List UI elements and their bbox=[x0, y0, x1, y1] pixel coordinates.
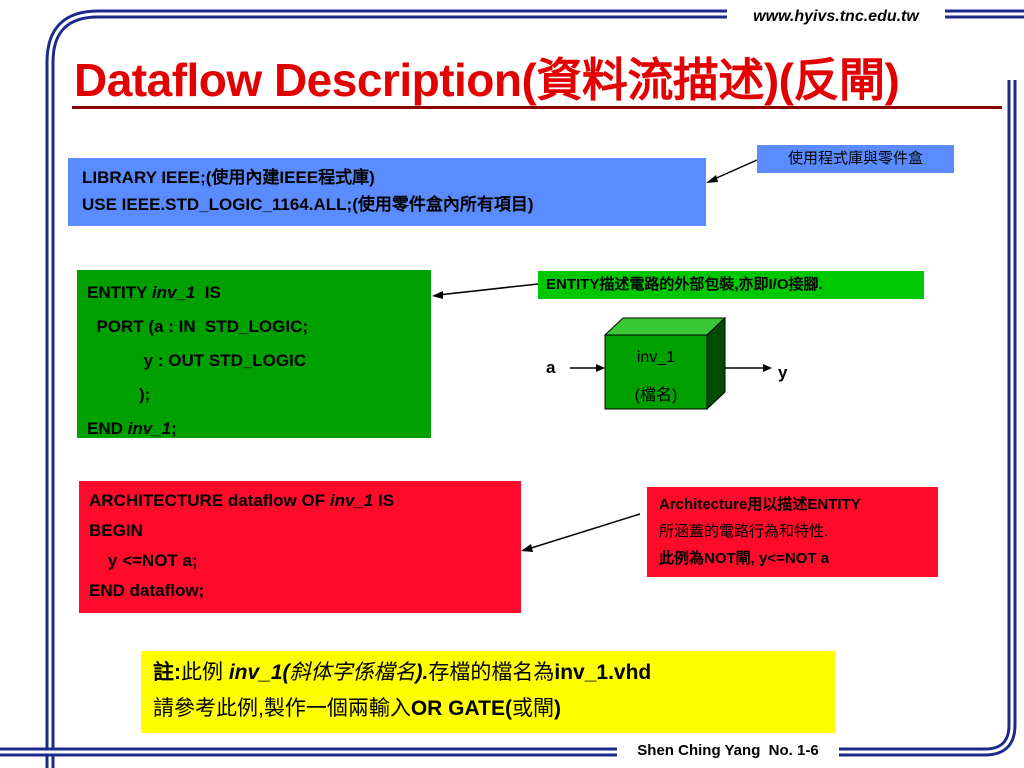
architecture-line-3: y <=NOT a; bbox=[89, 551, 198, 570]
chip-subtitle-label: (檔名) bbox=[634, 387, 678, 404]
footnote-note-mark: 註: bbox=[153, 661, 181, 684]
architecture-line-2: BEGIN bbox=[89, 521, 143, 540]
arrow-architecture-note bbox=[521, 513, 641, 552]
inverter-chip-diagram bbox=[570, 316, 772, 411]
architecture-line-1: ARCHITECTURE dataflow OF inv_1 IS bbox=[89, 486, 511, 516]
chip-output-label: y bbox=[778, 363, 788, 382]
footnote-box: 註:此例 inv_1(斜体字係檔名).存檔的檔名為inv_1.vhd 請參考此例… bbox=[141, 651, 835, 733]
footnote-close-paren: ) bbox=[553, 697, 561, 720]
architecture-keyword: ARCHITECTURE dataflow OF bbox=[89, 491, 330, 510]
entity-name: inv_1 bbox=[151, 283, 196, 302]
footnote-or-gate-cn: 或閘 bbox=[511, 697, 554, 720]
footnote-line-1: 註:此例 inv_1(斜体字係檔名).存檔的檔名為inv_1.vhd bbox=[153, 655, 823, 691]
footnote-vhd-file: inv_1.vhd bbox=[554, 661, 652, 684]
chip-name-label: inv_1 bbox=[636, 349, 676, 366]
slide-title: Dataflow Description(資料流描述)(反閘) bbox=[74, 54, 900, 106]
footnote-or-gate: OR GATE( bbox=[410, 697, 512, 720]
entity-line-1: ENTITY inv_1 IS bbox=[87, 276, 421, 310]
slide-footer: Shen Ching Yang No. 1-6 bbox=[617, 739, 839, 763]
footnote-example: 此例 bbox=[181, 661, 229, 684]
footnote-italic-note: 斜体字係檔名 bbox=[289, 661, 416, 684]
website-url: www.hyivs.tnc.edu.tw bbox=[727, 6, 945, 28]
library-code-block: LIBRARY IEEE;(使用內建IEEE程式庫) USE IEEE.STD_… bbox=[68, 158, 706, 226]
arrow-library-note bbox=[706, 159, 758, 183]
entity-keyword: ENTITY bbox=[87, 283, 152, 302]
entity-line-5: END inv_1; bbox=[87, 412, 421, 446]
entity-end-keyword: END bbox=[87, 419, 128, 438]
chip-input-label: a bbox=[546, 358, 556, 377]
footnote-task: 請參考此例,製作一個兩輸入 bbox=[153, 697, 411, 720]
title-underline bbox=[72, 106, 1002, 109]
footnote-save-as: 存檔的檔名為 bbox=[428, 661, 555, 684]
entity-code-block: ENTITY inv_1 IS PORT (a : IN STD_LOGIC; … bbox=[77, 270, 431, 438]
architecture-note: Architecture用以描述ENTITY 所涵蓋的電路行為和特性. 此例為N… bbox=[647, 487, 938, 577]
architecture-is: IS bbox=[373, 491, 395, 510]
library-line-1: LIBRARY IEEE;(使用內建IEEE程式庫) bbox=[82, 168, 375, 187]
entity-line-3: y : OUT STD_LOGIC bbox=[87, 351, 307, 370]
footnote-close: ). bbox=[415, 661, 429, 684]
library-note: 使用程式庫與零件盒 bbox=[757, 145, 954, 173]
entity-line-2: PORT (a : IN STD_LOGIC; bbox=[87, 317, 309, 336]
architecture-note-line-2: 所涵蓋的電路行為和特性. bbox=[659, 523, 829, 540]
footnote-line-2: 請參考此例,製作一個兩輸入OR GATE(或閘) bbox=[153, 691, 823, 727]
library-line-2: USE IEEE.STD_LOGIC_1164.ALL;(使用零件盒內所有項目) bbox=[82, 195, 534, 214]
arrow-entity-note bbox=[432, 283, 539, 299]
architecture-note-line-1: Architecture用以描述ENTITY bbox=[659, 496, 861, 513]
entity-note: ENTITY描述電路的外部包裝,亦即I/O接腳. bbox=[538, 271, 924, 299]
architecture-code-block: ARCHITECTURE dataflow OF inv_1 IS BEGIN … bbox=[79, 481, 521, 613]
entity-end-name: inv_1 bbox=[127, 419, 172, 438]
entity-end-semicolon: ; bbox=[171, 419, 177, 438]
architecture-entity-name: inv_1 bbox=[329, 491, 374, 510]
entity-line-4: ); bbox=[87, 385, 151, 404]
architecture-note-line-3: 此例為NOT閘, y<=NOT a bbox=[659, 550, 830, 567]
footnote-filename: inv_1( bbox=[228, 661, 290, 684]
entity-is: IS bbox=[195, 283, 221, 302]
architecture-line-4: END dataflow; bbox=[89, 581, 205, 600]
